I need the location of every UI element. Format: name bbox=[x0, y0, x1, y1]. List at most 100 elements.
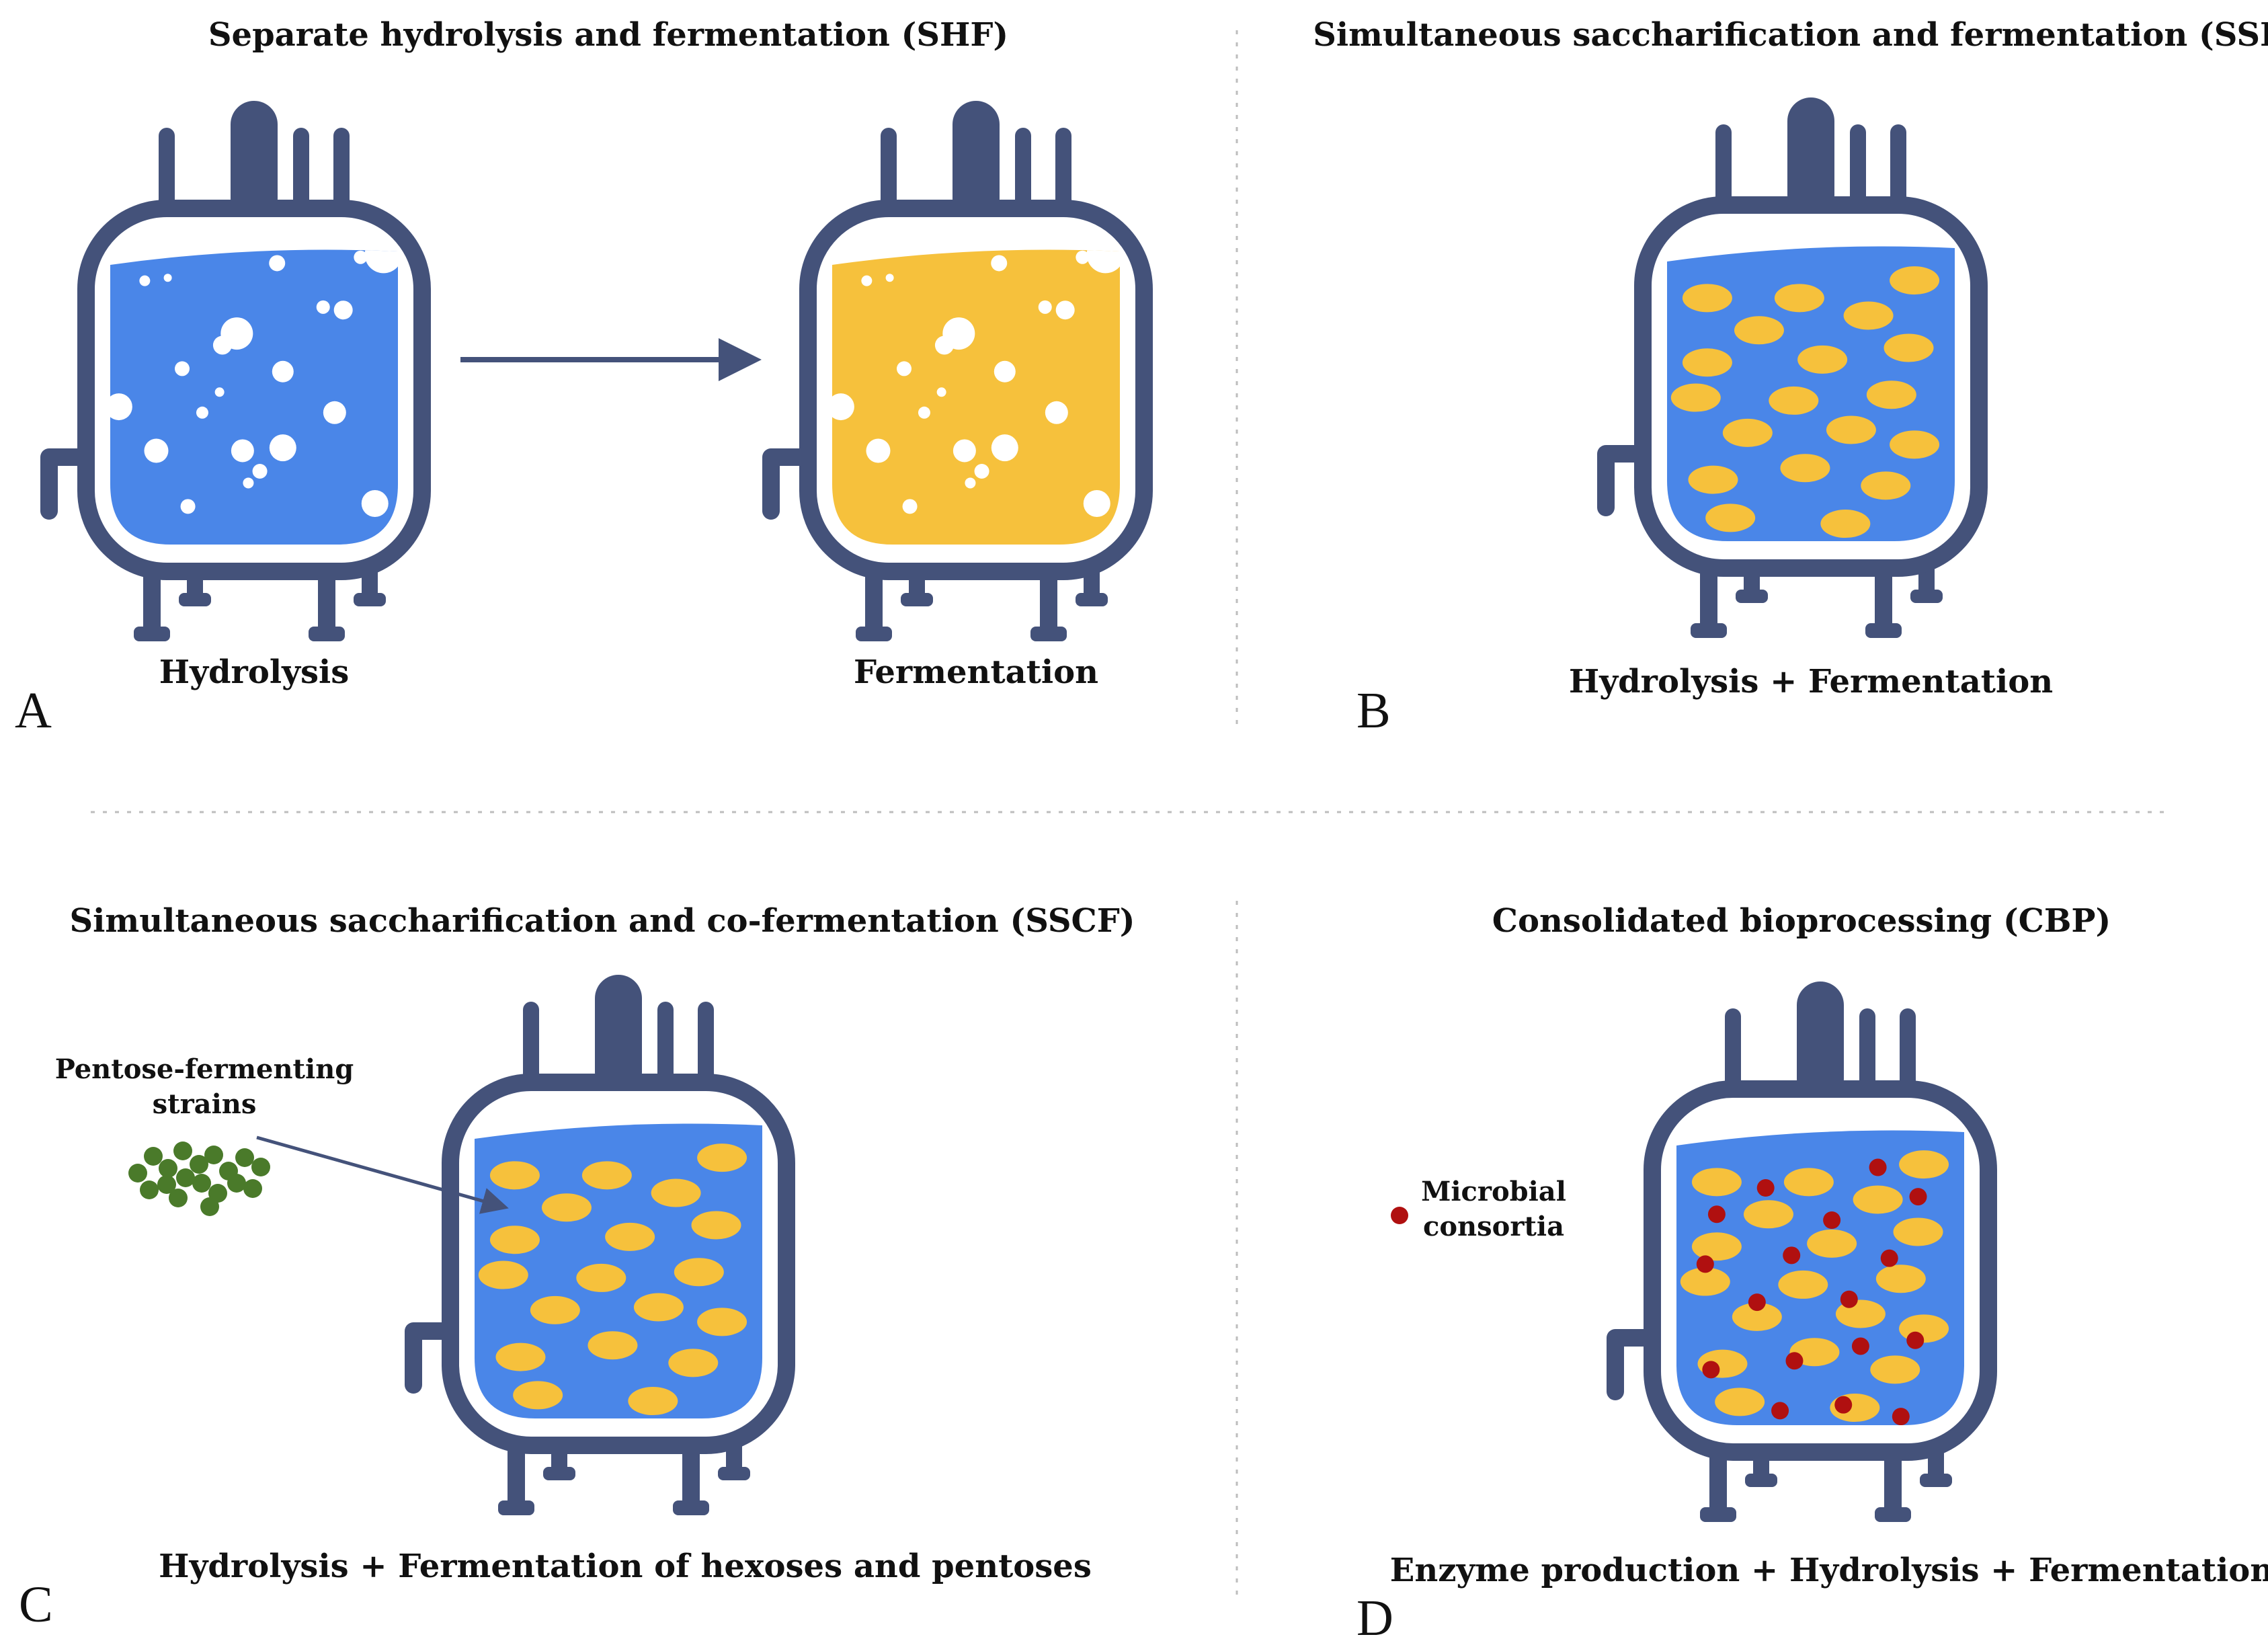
pentose-strain-cell-icon bbox=[159, 1159, 177, 1178]
panel-a-title: Separate hydrolysis and fermentation (SH… bbox=[208, 16, 1008, 54]
hexose-particle-icon bbox=[1783, 1168, 1834, 1197]
central-port bbox=[1797, 981, 1844, 1103]
microbial-consortia-dot-icon bbox=[1785, 1352, 1804, 1370]
bubble-icon bbox=[269, 255, 286, 272]
microbial-consortia-dot-icon bbox=[1840, 1290, 1858, 1308]
reactor-foot bbox=[1736, 590, 1768, 603]
hexose-particle-icon bbox=[581, 1161, 632, 1190]
hexose-particle-icon bbox=[1893, 1217, 1943, 1246]
side-port bbox=[1900, 1008, 1916, 1103]
pentose-strain-cell-icon bbox=[140, 1180, 159, 1199]
bubble-icon bbox=[965, 477, 976, 489]
bubble-icon bbox=[316, 300, 330, 314]
hexose-particle-icon bbox=[478, 1260, 528, 1289]
hexose-particle-icon bbox=[1722, 418, 1773, 447]
hexose-particle-icon bbox=[691, 1211, 741, 1240]
panel-c-title: Simultaneous saccharification and co-fer… bbox=[70, 902, 1135, 940]
reactor-foot bbox=[1030, 627, 1067, 641]
bubble-icon bbox=[885, 274, 894, 282]
side-port bbox=[1015, 128, 1031, 222]
side-port bbox=[657, 1002, 674, 1096]
bubble-icon bbox=[214, 387, 225, 397]
bubble-icon bbox=[196, 406, 208, 419]
hexose-particle-icon bbox=[1780, 454, 1830, 483]
reactor-foot bbox=[498, 1500, 534, 1515]
bubble-icon bbox=[252, 464, 268, 479]
side-port bbox=[1859, 1008, 1875, 1103]
microbial-consortia-dot-icon bbox=[1707, 1205, 1726, 1224]
hexose-particle-icon bbox=[605, 1222, 655, 1251]
bubble-icon bbox=[902, 499, 918, 514]
hexose-particle-icon bbox=[1682, 348, 1732, 377]
hexose-particle-icon bbox=[1853, 1185, 1903, 1214]
bubble-icon bbox=[144, 438, 169, 463]
liquid-contents bbox=[1670, 266, 1940, 538]
hexose-particle-icon bbox=[495, 1343, 546, 1371]
reactor-foot bbox=[1875, 1507, 1911, 1522]
microbial-consortia-label-line-2: consortia bbox=[1423, 1211, 1564, 1242]
hexose-particle-icon bbox=[1734, 316, 1784, 345]
side-port bbox=[1890, 124, 1906, 218]
bioreactor-vessel-icon bbox=[762, 101, 1153, 641]
liquid-contents bbox=[110, 249, 398, 517]
bubble-icon bbox=[231, 439, 254, 463]
bubble-icon bbox=[861, 275, 873, 286]
hexose-particle-icon bbox=[1826, 415, 1876, 444]
hexose-particle-icon bbox=[1691, 1232, 1742, 1261]
bubble-icon bbox=[354, 250, 368, 264]
panel-c-caption: Hydrolysis + Fermentation of hexoses and… bbox=[159, 1548, 1092, 1585]
bubble-icon bbox=[272, 360, 294, 383]
bubble-icon bbox=[1055, 300, 1075, 320]
side-port bbox=[159, 128, 175, 222]
pentose-strain-cell-icon bbox=[251, 1158, 270, 1176]
microbial-consortia-dot-icon bbox=[1748, 1293, 1766, 1312]
bubble-icon bbox=[866, 438, 891, 463]
hexose-particle-icon bbox=[1691, 1168, 1742, 1197]
reactor-foot bbox=[1920, 1474, 1952, 1487]
pentose-strain-cell-icon bbox=[204, 1146, 223, 1164]
panel-c-letter: C bbox=[19, 1576, 53, 1633]
bubble-icon bbox=[110, 393, 132, 421]
panel-c: Simultaneous saccharification and co-fer… bbox=[19, 902, 1135, 1633]
bioreactor-vessel-icon bbox=[1607, 981, 1997, 1522]
bubble-icon bbox=[180, 499, 196, 514]
panel-b: Simultaneous saccharification and fermen… bbox=[1313, 16, 2268, 739]
bubble-icon bbox=[918, 406, 930, 419]
microbial-consortia-dot-icon bbox=[1771, 1402, 1789, 1420]
panel-d-caption: Enzyme production + Hydrolysis + Ferment… bbox=[1390, 1552, 2268, 1589]
microbial-consortia-dot-icon bbox=[1756, 1179, 1775, 1197]
side-port bbox=[1055, 128, 1071, 222]
panel-b-caption: Hydrolysis + Fermentation bbox=[1569, 663, 2053, 700]
hexose-particle-icon bbox=[674, 1258, 724, 1287]
hexose-particle-icon bbox=[1769, 386, 1819, 415]
pentose-strains-label-line-2: strains bbox=[153, 1088, 257, 1120]
side-port bbox=[293, 128, 309, 222]
hexose-particle-icon bbox=[1670, 383, 1721, 412]
side-port bbox=[1850, 124, 1866, 218]
reactor-foot bbox=[134, 627, 170, 641]
bubble-icon bbox=[974, 464, 989, 479]
reactor-foot bbox=[1745, 1474, 1777, 1487]
bubble-icon bbox=[832, 393, 854, 421]
panel-d: Consolidated bioprocessing (CBP) Microbi… bbox=[1356, 902, 2268, 1643]
reactor-foot bbox=[1865, 623, 1902, 638]
panel-d-title: Consolidated bioprocessing (CBP) bbox=[1492, 902, 2111, 940]
bubble-icon bbox=[333, 300, 353, 320]
hexose-particle-icon bbox=[697, 1308, 747, 1336]
pentose-strain-cell-icon bbox=[173, 1141, 192, 1160]
pentose-strain-cell-icon bbox=[176, 1168, 195, 1187]
pentose-strain-cell-icon bbox=[169, 1189, 188, 1207]
bioreactor-vessel-icon bbox=[40, 101, 431, 641]
reactor-foot bbox=[1700, 1507, 1736, 1522]
pentose-strain-cell-icon bbox=[243, 1179, 262, 1198]
central-port bbox=[595, 975, 642, 1096]
side-port bbox=[333, 128, 350, 222]
microbial-consortia-dot-icon bbox=[1783, 1246, 1801, 1265]
reactor-foot bbox=[1076, 593, 1108, 606]
pentose-strain-cell-icon bbox=[190, 1155, 208, 1174]
hexose-particle-icon bbox=[1899, 1150, 1949, 1179]
bubble-icon bbox=[243, 477, 254, 489]
reactor-foot bbox=[1910, 590, 1943, 603]
microbial-consortia-dot-icon bbox=[1391, 1207, 1408, 1224]
hexose-particle-icon bbox=[1705, 504, 1756, 532]
